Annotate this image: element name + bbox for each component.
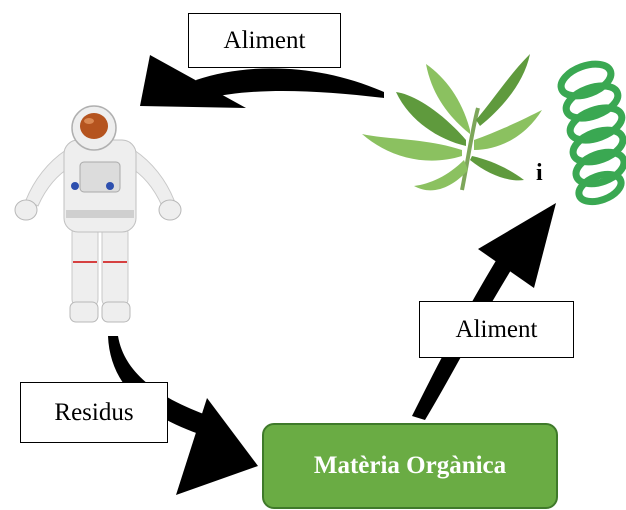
astronaut-left-glove (14, 199, 38, 221)
astronaut-chest-panel (79, 161, 121, 193)
astronaut-left-boot (69, 301, 99, 323)
organic-matter-label: Matèria Orgànica (313, 452, 507, 479)
arrow-astronaut-to-organic (108, 336, 258, 495)
algae-coil-3 (566, 104, 626, 144)
arrow-right-head (478, 203, 556, 288)
organic-matter-box: Matèria Orgànica (262, 423, 558, 509)
arrow-top-head (140, 55, 246, 108)
label-aliment-right-text: Aliment (455, 315, 538, 343)
algae-coil-5 (572, 148, 626, 188)
astronaut-right-boot (101, 301, 131, 323)
algae-coil-4 (569, 126, 626, 166)
arrow-top-body (196, 68, 384, 99)
label-residus: Residus (20, 382, 168, 443)
plant-leaf-3 (426, 64, 470, 134)
arrow-left-head (176, 398, 258, 495)
plant-stem (460, 107, 480, 191)
astronaut-right-glove (158, 199, 182, 221)
label-aliment-right: Aliment (419, 301, 574, 358)
algae-coil-6 (575, 170, 625, 206)
label-aliment-top-text: Aliment (223, 26, 306, 54)
astronaut-right-leg (101, 223, 129, 309)
astronaut-visor-glare (84, 118, 94, 124)
label-aliment-top: Aliment (188, 13, 341, 68)
arrow-plants-to-astronaut (140, 55, 384, 108)
astronaut-visor (80, 113, 108, 139)
astronaut-belt (66, 210, 134, 218)
plant-leaf-4 (476, 54, 530, 126)
spirulina-algae-illustration (557, 60, 626, 206)
plant-leaf-7 (470, 156, 524, 181)
astronaut-left-leg (71, 223, 99, 309)
arrow-left-body (108, 336, 215, 436)
label-residus-text: Residus (54, 398, 134, 426)
plant-leaf-5 (474, 110, 542, 150)
algae-coil-2 (562, 82, 622, 122)
algae-coil-1 (557, 60, 615, 100)
plant-leaf-1 (362, 134, 462, 161)
astronaut-illustration (14, 105, 182, 323)
plant-leaf-6 (414, 160, 468, 191)
plant-leaf-2 (396, 92, 466, 146)
conjunction-label: i (536, 160, 543, 186)
astronaut-chest-button-left (71, 182, 79, 190)
plant-illustration (362, 54, 542, 191)
astronaut-chest-button-right (106, 182, 114, 190)
